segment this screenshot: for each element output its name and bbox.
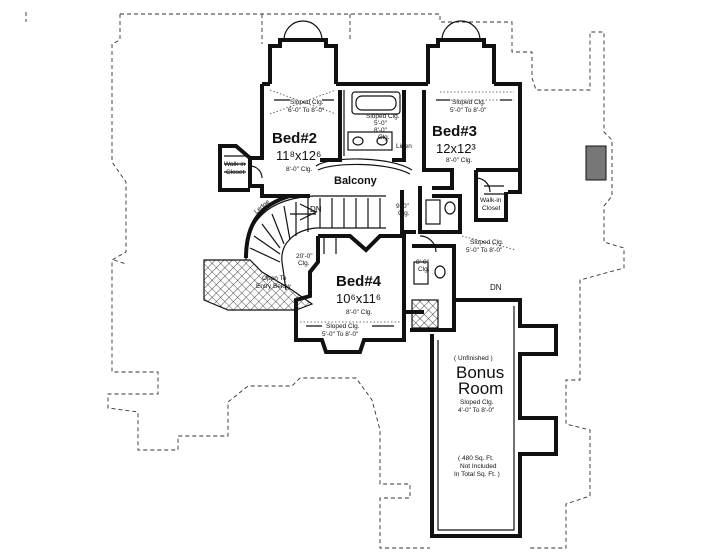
room-labels: Bed#2 11⁸x12⁶ 8'-0" Clg. Bed#3 12x12³ 8'…	[224, 123, 504, 478]
ceiling-notes: Sloped Clg. 6'-0" To 8'-0" Sloped Clg. 5…	[288, 99, 504, 338]
bath2-note-line2: Clg.	[418, 266, 430, 273]
bath-note-line4: Clg.	[378, 134, 390, 141]
chimney	[585, 145, 607, 181]
bed4-sloped-line1: Sloped Clg.	[326, 323, 360, 330]
doors	[249, 165, 491, 254]
bonus-ceil1: Sloped Clg.	[460, 399, 494, 406]
ceiling-indicators	[269, 89, 517, 323]
hall-note-line2: Clg.	[398, 210, 410, 217]
hall-sloped-line1: Sloped Clg.	[470, 239, 504, 246]
bed4-ceiling: 8'-0" Clg.	[346, 309, 373, 316]
fixtures	[224, 91, 504, 329]
arrows	[274, 99, 512, 327]
hall-sloped-line2: 5'-0" To 8'-0"	[466, 247, 503, 254]
stair-note-line1: 20'-0"	[296, 253, 313, 260]
hall-note-line1: 9'-0"	[396, 203, 410, 210]
bed4-sloped-line2: 5'-0" To 8'-0"	[322, 331, 359, 338]
walls	[218, 20, 558, 538]
bed3-sloped-line2: 5'-0" To 8'-0"	[450, 107, 487, 114]
bath-note-line1: Sloped Clg.	[366, 113, 400, 120]
balcony-label: Balcony	[334, 175, 378, 187]
open-to-below-area	[203, 259, 314, 311]
walkin-right-line2: Closet	[482, 205, 501, 212]
open-below-line1: Open To	[262, 275, 287, 282]
bonus-area2: Not Included	[460, 463, 497, 470]
bed2-name: Bed#2	[272, 130, 317, 147]
bed4-size: 10⁶x11⁶	[336, 291, 381, 306]
bed2-ceiling: 8'-0" Clg.	[286, 166, 313, 173]
bath-note-line3: 8'-0"	[374, 127, 388, 134]
bed3-ceiling: 8'-0" Clg.	[446, 157, 473, 164]
bonus-name2: Room	[458, 379, 503, 398]
bonus-area3: In Total Sq. Ft. )	[454, 471, 500, 478]
bed3-sloped-line1: Sloped Clg.	[452, 99, 486, 106]
bed3-size: 12x12³	[436, 141, 476, 156]
stair-dn-label: DN	[310, 205, 322, 214]
bath-note-line2: 5'-0"	[374, 120, 388, 127]
bonus-area1: ( 480 Sq. Ft.	[458, 455, 494, 462]
walkin-left-line2: Closet	[226, 169, 245, 176]
bonus-ceil2: 4'-0" To 8'-0"	[458, 407, 495, 414]
bed3-name: Bed#3	[432, 123, 477, 140]
lower-floor-outline	[25, 12, 625, 549]
linen-label: Linen	[396, 143, 412, 150]
bed2-sloped-line2: 6'-0" To 8'-0"	[288, 107, 325, 114]
walkin-left-line1: Walk-in	[224, 161, 246, 168]
curved-staircase	[244, 194, 386, 291]
bed4-name: Bed#4	[336, 273, 382, 290]
open-below-line2: Entry Below	[256, 283, 291, 290]
bath2-note-line1: 8'-0"	[416, 259, 430, 266]
bed2-size: 11⁸x12⁶	[276, 148, 321, 163]
stair-note-line2: Clg.	[298, 260, 310, 267]
bonus-status: ( Unfinished )	[454, 355, 493, 362]
bonus-name1: Bonus	[456, 363, 504, 382]
bonus-dn-label: DN	[490, 283, 502, 292]
bed2-sloped-line1: Sloped Clg.	[290, 99, 324, 106]
walkin-right-line1: Walk-in	[480, 197, 502, 204]
